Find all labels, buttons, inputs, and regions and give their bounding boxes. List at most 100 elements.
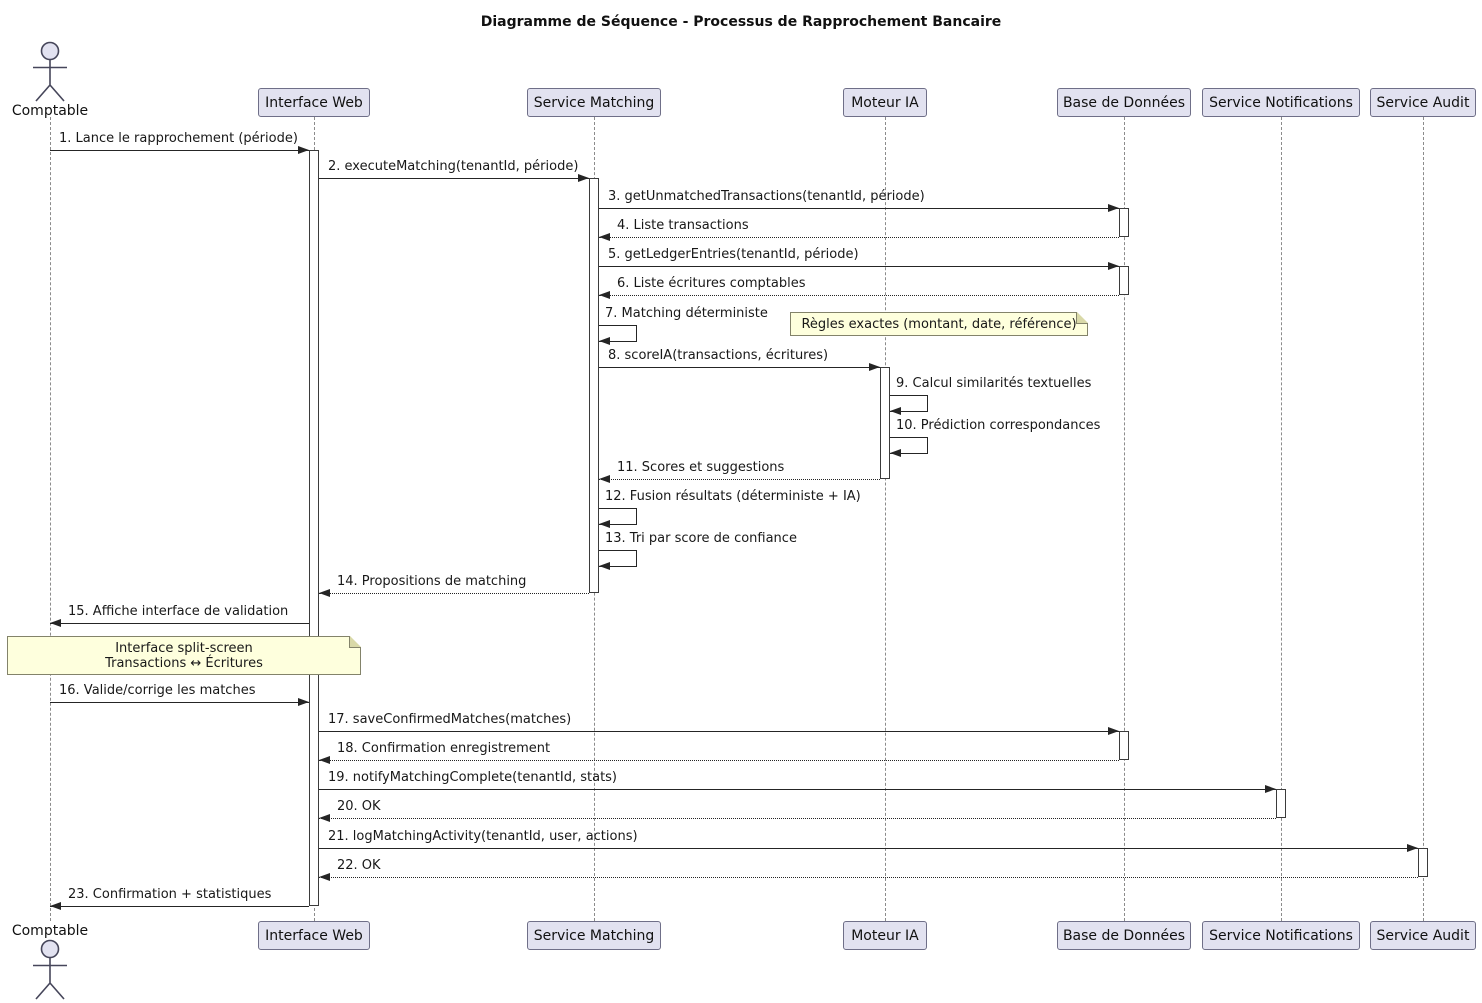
- diagram-title: Diagramme de Séquence - Processus de Rap…: [480, 14, 1002, 30]
- message-label-9: 9. Calcul similarités textuelles: [896, 376, 1092, 391]
- message-label-5: 5. getLedgerEntries(tenantId, période): [608, 247, 859, 262]
- participant-box-top-service-matching[interactable]: Service Matching: [527, 88, 661, 117]
- message-arrowhead-2: [578, 174, 589, 182]
- self-message-10: [890, 437, 928, 454]
- activation-bar-interface-web-0: [309, 150, 319, 906]
- note-1-line-1: Transactions ↔ Écritures: [105, 655, 263, 671]
- message-line-16: [50, 702, 309, 703]
- message-label-19: 19. notifyMatchingComplete(tenantId, sta…: [328, 770, 618, 785]
- activation-bar-service-matching-1: [589, 178, 599, 593]
- activation-bar-service-notifications-6: [1276, 789, 1286, 818]
- message-arrowhead-18: [319, 756, 330, 764]
- message-label-23: 23. Confirmation + statistiques: [68, 887, 272, 902]
- message-label-3: 3. getUnmatchedTransactions(tenantId, pé…: [608, 189, 925, 204]
- activation-bar-base-de-donnees-4: [1119, 266, 1129, 295]
- self-message-arrowhead-10: [890, 449, 901, 457]
- actor-label-top[interactable]: Comptable: [11, 103, 89, 119]
- message-arrowhead-15: [50, 619, 61, 627]
- actor-lifeline-comptable: [50, 117, 51, 921]
- message-label-12: 12. Fusion résultats (déterministe + IA): [605, 489, 861, 504]
- message-label-4: 4. Liste transactions: [617, 218, 749, 233]
- activation-bar-service-audit-7: [1418, 848, 1428, 877]
- activation-bar-base-de-donnees-3: [1119, 208, 1129, 237]
- message-label-21: 21. logMatchingActivity(tenantId, user, …: [328, 829, 638, 844]
- participant-lifeline-service-notifications: [1281, 117, 1282, 921]
- message-label-7: 7. Matching déterministe: [605, 306, 768, 321]
- actor-figure-bottom: [20, 938, 80, 1003]
- self-message-9: [890, 395, 928, 412]
- participant-box-top-moteur-ia[interactable]: Moteur IA: [843, 88, 927, 117]
- message-line-2: [319, 178, 589, 179]
- actor-label-bottom[interactable]: Comptable: [11, 923, 89, 939]
- message-line-6: [599, 295, 1119, 296]
- message-line-4: [599, 237, 1119, 238]
- participant-box-bottom-moteur-ia[interactable]: Moteur IA: [843, 921, 927, 950]
- message-label-20: 20. OK: [337, 799, 381, 814]
- participant-box-top-service-notifications[interactable]: Service Notifications: [1202, 88, 1360, 117]
- message-label-6: 6. Liste écritures comptables: [617, 276, 806, 291]
- message-line-18: [319, 760, 1119, 761]
- participant-box-bottom-service-audit[interactable]: Service Audit: [1370, 921, 1476, 950]
- self-message-arrowhead-7: [599, 337, 610, 345]
- participant-box-bottom-service-matching[interactable]: Service Matching: [527, 921, 661, 950]
- message-label-22: 22. OK: [337, 858, 381, 873]
- message-line-21: [319, 848, 1418, 849]
- participant-lifeline-base-de-donnees: [1124, 117, 1125, 921]
- message-line-22: [319, 877, 1418, 878]
- note-0: Règles exactes (montant, date, référence…: [790, 312, 1088, 336]
- actor-figure-top: [20, 40, 80, 102]
- message-label-11: 11. Scores et suggestions: [617, 460, 785, 475]
- message-arrowhead-6: [599, 291, 610, 299]
- activation-bar-base-de-donnees-5: [1119, 731, 1129, 760]
- participant-lifeline-service-audit: [1423, 117, 1424, 921]
- message-line-20: [319, 818, 1276, 819]
- message-label-15: 15. Affiche interface de validation: [68, 604, 289, 619]
- message-arrowhead-19: [1265, 785, 1276, 793]
- message-line-11: [599, 479, 880, 480]
- message-label-16: 16. Valide/corrige les matches: [59, 683, 256, 698]
- note-0-line-0: Règles exactes (montant, date, référence…: [801, 316, 1077, 332]
- message-label-2: 2. executeMatching(tenantId, période): [328, 159, 579, 174]
- note-1-line-0: Interface split-screen: [115, 640, 253, 656]
- message-arrowhead-11: [599, 475, 610, 483]
- message-line-15: [50, 623, 309, 624]
- message-arrowhead-14: [319, 589, 330, 597]
- message-arrowhead-5: [1108, 262, 1119, 270]
- message-arrowhead-1: [298, 146, 309, 154]
- participant-box-bottom-service-notifications[interactable]: Service Notifications: [1202, 921, 1360, 950]
- activation-bar-moteur-ia-2: [880, 367, 890, 479]
- message-label-13: 13. Tri par score de confiance: [605, 531, 797, 546]
- message-arrowhead-20: [319, 814, 330, 822]
- message-arrowhead-21: [1407, 844, 1418, 852]
- participant-lifeline-moteur-ia: [885, 117, 886, 921]
- message-arrowhead-3: [1108, 204, 1119, 212]
- message-line-1: [50, 150, 309, 151]
- message-arrowhead-4: [599, 233, 610, 241]
- participant-box-bottom-interface-web[interactable]: Interface Web: [258, 921, 370, 950]
- participant-box-top-service-audit[interactable]: Service Audit: [1370, 88, 1476, 117]
- message-line-19: [319, 789, 1276, 790]
- message-label-14: 14. Propositions de matching: [337, 574, 527, 589]
- message-arrowhead-17: [1108, 727, 1119, 735]
- participant-box-top-base-de-donnees[interactable]: Base de Données: [1057, 88, 1191, 117]
- message-label-1: 1. Lance le rapprochement (période): [59, 131, 298, 146]
- note-fold-icon: [349, 636, 361, 648]
- message-label-8: 8. scoreIA(transactions, écritures): [608, 348, 829, 363]
- message-arrowhead-16: [298, 698, 309, 706]
- message-arrowhead-22: [319, 873, 330, 881]
- self-message-arrowhead-12: [599, 520, 610, 528]
- note-fold-icon: [1076, 312, 1088, 324]
- self-message-12: [599, 508, 637, 525]
- message-line-8: [599, 367, 880, 368]
- message-label-10: 10. Prédiction correspondances: [896, 418, 1101, 433]
- participant-box-bottom-base-de-donnees[interactable]: Base de Données: [1057, 921, 1191, 950]
- self-message-7: [599, 325, 637, 342]
- self-message-arrowhead-13: [599, 562, 610, 570]
- self-message-arrowhead-9: [890, 407, 901, 415]
- message-line-14: [319, 593, 589, 594]
- participant-box-top-interface-web[interactable]: Interface Web: [258, 88, 370, 117]
- message-arrowhead-23: [50, 902, 61, 910]
- message-label-18: 18. Confirmation enregistrement: [337, 741, 551, 756]
